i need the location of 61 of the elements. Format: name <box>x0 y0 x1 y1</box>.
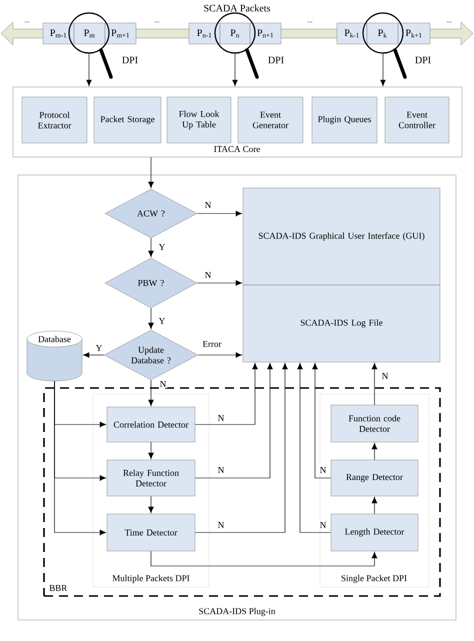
dpi-label: DPI <box>415 56 431 64</box>
edge-label: N <box>216 414 226 422</box>
arrow <box>150 550 378 566</box>
database-cylinder: Database <box>26 330 82 382</box>
arrow <box>196 280 242 286</box>
edge-label: N <box>318 521 328 529</box>
edge-label: N <box>216 521 226 529</box>
edge-label: N <box>204 201 212 209</box>
edge-label: Error <box>202 340 222 348</box>
packet-box: P$_{m+1}$ <box>104 22 136 44</box>
arrow <box>372 497 378 514</box>
arrow <box>372 443 378 460</box>
edge-label: N <box>158 380 168 388</box>
module-box: Time Detector <box>106 514 196 552</box>
module-box: Event Controller <box>384 96 450 144</box>
arrow <box>148 442 154 459</box>
module-box: Length Detector <box>330 514 418 552</box>
module-box: Relay Function Detector <box>106 460 196 496</box>
arrow <box>148 156 154 188</box>
arrow <box>297 363 332 533</box>
arrow <box>83 352 104 358</box>
arrow <box>194 363 258 425</box>
arrow <box>148 308 154 330</box>
output-box: SCADA-IDS Graphical User Interface (GUI) <box>242 188 440 286</box>
packet-box: P$_{m-1}$ <box>42 22 74 44</box>
packet-box: P$_{n+1}$ <box>250 22 282 44</box>
arrow <box>232 53 238 86</box>
dpi-label: DPI <box>268 56 284 64</box>
arrow <box>312 363 332 478</box>
module-box: Event Generator <box>238 96 304 144</box>
arrow <box>194 363 273 478</box>
edge-label: Y <box>94 344 104 352</box>
output-box: SCADA-IDS Log File <box>242 284 440 362</box>
module-box: Flow Look Up Table <box>166 96 232 144</box>
arrow <box>148 496 154 513</box>
arrow <box>86 53 92 86</box>
edge-label: Y <box>158 243 166 251</box>
arrow <box>380 53 386 86</box>
dpi-label: DPI <box>122 56 138 64</box>
arrow <box>198 352 242 358</box>
module-box: Packet Storage <box>94 96 162 144</box>
arrow <box>372 363 378 406</box>
edge-label: Y <box>158 317 166 325</box>
module-box: Protocol Extractor <box>22 96 88 144</box>
edge-label: N <box>216 466 226 474</box>
arrow <box>196 210 242 216</box>
arrow <box>148 380 154 406</box>
arrow <box>148 238 154 258</box>
edge-label: N <box>380 372 390 380</box>
packet-box: P$_{k-1}$ <box>336 22 368 44</box>
module-box: Correlation Detector <box>106 406 196 442</box>
arrow <box>194 363 288 533</box>
packet-box: P$_{n-1}$ <box>188 22 220 44</box>
module-box: Function code Detector <box>330 404 418 442</box>
arrow <box>54 380 106 536</box>
edge-label: N <box>204 271 212 279</box>
title: SCADA Packets <box>204 4 270 12</box>
edge-label: N <box>318 466 328 474</box>
module-box: Plugin Queues <box>312 96 378 144</box>
module-box: Range Detector <box>330 460 418 496</box>
packet-box: P$_{k+1}$ <box>398 22 430 44</box>
